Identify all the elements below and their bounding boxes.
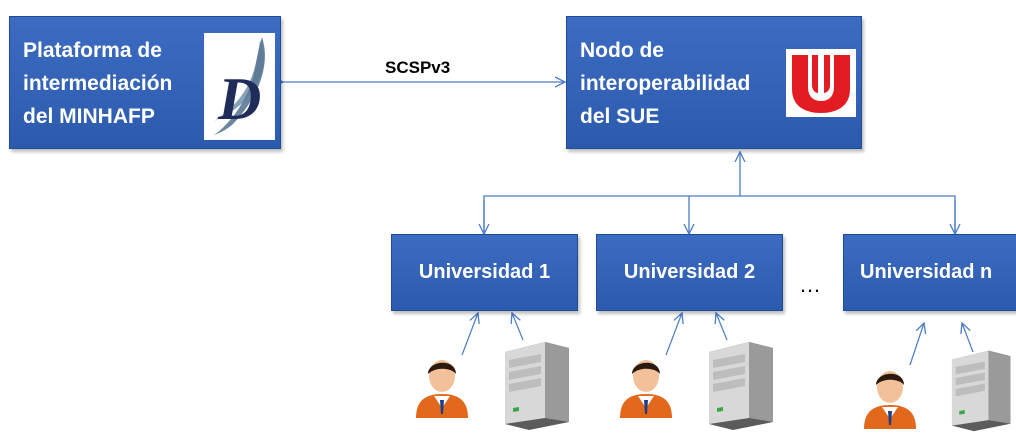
server-tower-icon [951,350,1011,432]
person-icon [416,360,468,418]
person-icon [620,360,672,418]
scsp-edge-label: SCSPv3 [385,58,451,77]
server-arrow-1 [512,313,524,341]
user-arrow-2 [665,313,682,356]
nodo-sue-box: Nodo de interoperabilidad del SUE [566,16,862,149]
ellipsis: … [799,272,821,297]
nodo-line-2: interoperabilidad [580,72,751,95]
server-tower-icon [505,342,569,430]
universidad-n-box: Universidad n [843,234,1016,311]
nodo-line-3: del SUE [580,105,660,128]
universidad-n-label: Universidad n [860,261,993,283]
nodo-text: Nodo de interoperabilidad del SUE [580,34,750,133]
plataforma-box: Plataforma de intermediación del MINHAFP… [9,16,281,149]
universidad-2-box: Universidad 2 [596,234,783,311]
user-arrow-n [909,323,924,366]
plataforma-line-1: Plataforma de [23,39,162,62]
svg-text:D: D [217,66,261,132]
tree-bus [483,195,956,234]
d-swoosh-logo-icon: D [204,33,275,140]
red-u-logo-icon [786,49,856,117]
universidad-1-box: Universidad 1 [391,234,578,311]
nodo-line-1: Nodo de [580,39,664,62]
person-icon [864,371,916,429]
user-arrow-1 [461,313,478,356]
universidad-1-label: Universidad 1 [418,261,551,283]
server-arrow-n [962,323,974,353]
universidad-2-label: Universidad 2 [623,261,756,283]
plataforma-line-3: del MINHAFP [23,105,155,128]
server-arrow-2 [716,313,728,341]
server-tower-icon [709,342,773,430]
plataforma-line-2: intermediación [23,72,173,95]
plataforma-text: Plataforma de intermediación del MINHAFP [23,34,172,133]
